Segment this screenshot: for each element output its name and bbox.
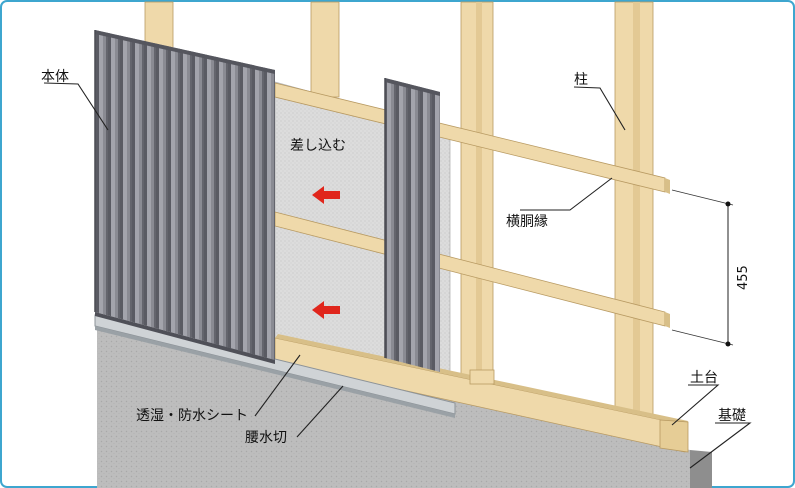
label-post: 柱 — [574, 72, 588, 88]
label-horizontal-furring: 横胴縁 — [506, 214, 548, 230]
left-arrow-icon — [312, 186, 340, 204]
leader-lines — [43, 82, 752, 469]
label-sill: 土台 — [690, 370, 718, 386]
foundation-side — [690, 450, 712, 488]
left-arrow-icon — [312, 301, 340, 319]
label-moisture-sheet: 透湿・防水シート — [136, 408, 248, 424]
wood-posts — [144, 1, 654, 421]
siding-panel-inserted — [384, 78, 440, 372]
label-foundation: 基礎 — [718, 407, 746, 424]
dimension-marker — [671, 189, 734, 347]
label-main-body: 本体 — [41, 69, 69, 85]
siding-panel-main — [94, 30, 275, 364]
label-drip-flashing: 腰水切 — [245, 430, 287, 446]
label-insert: 差し込む — [290, 138, 346, 154]
label-dimension-455: 455 — [736, 265, 751, 290]
wood-sill — [274, 334, 689, 453]
